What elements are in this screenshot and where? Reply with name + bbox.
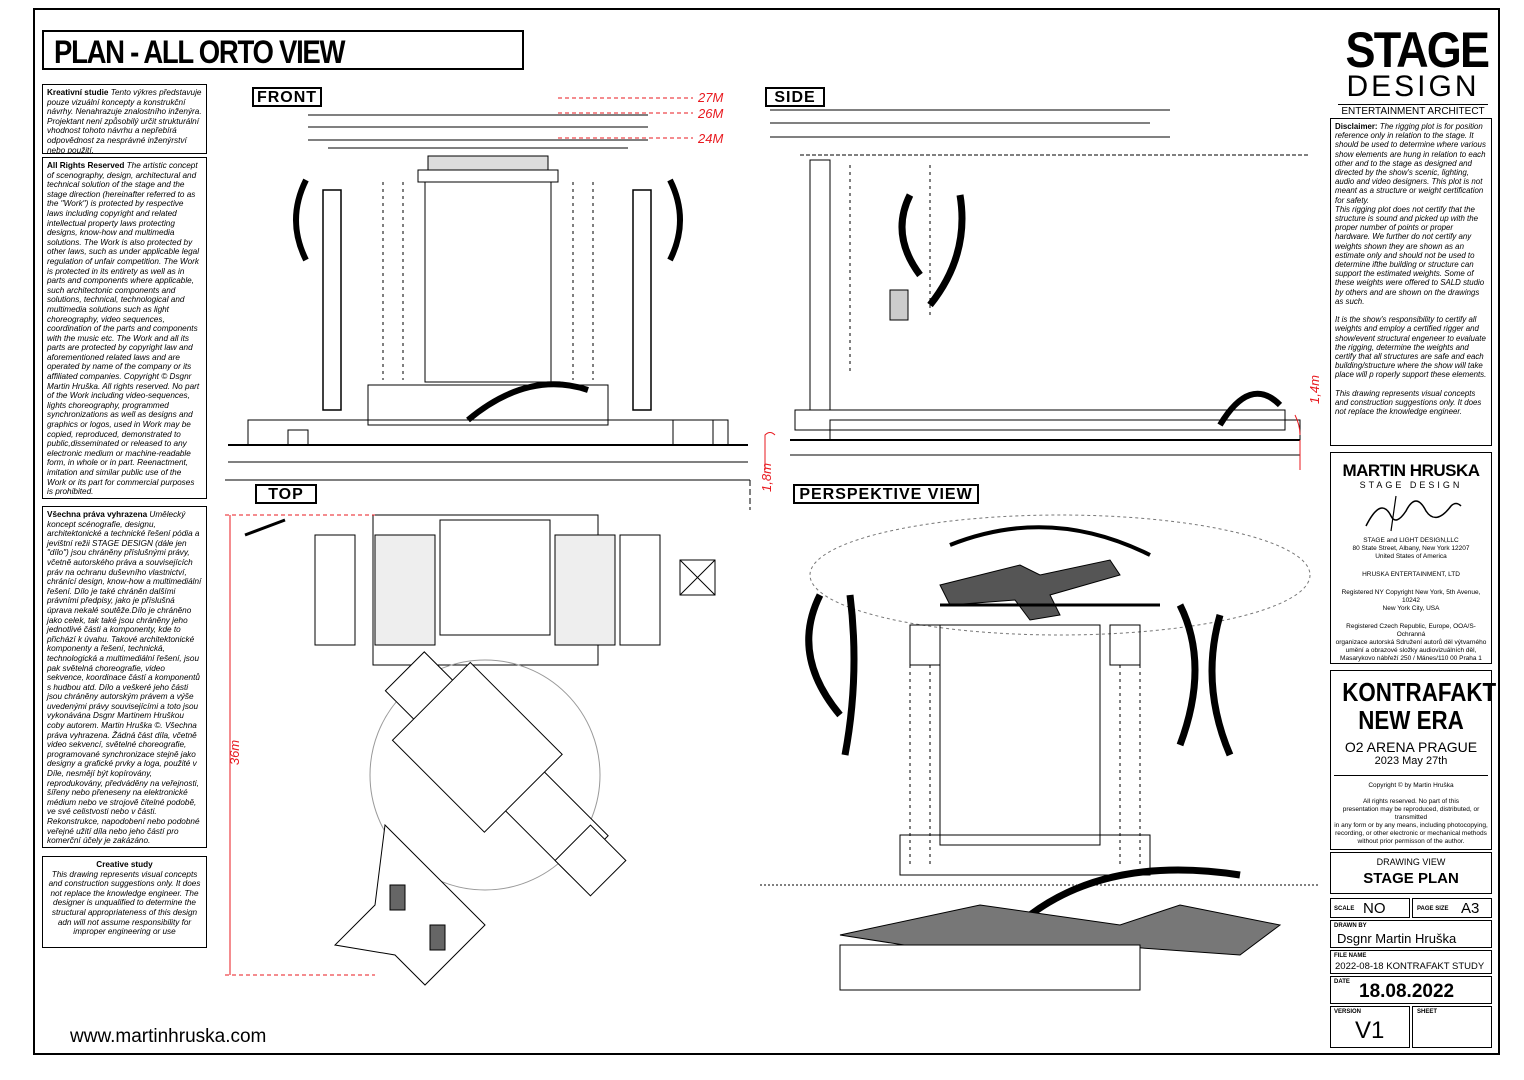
view-separator — [225, 479, 751, 510]
logo-line2: DESIGN — [1346, 70, 1480, 103]
rights-line-6: without prior permisson of the author. — [1357, 838, 1465, 845]
disclaimer-p1: The rigging plot is for position referen… — [1335, 122, 1486, 205]
date-value: 18.08.2022 — [1359, 981, 1455, 1002]
rights-line-5: recording, or other electronic or mechan… — [1335, 830, 1487, 837]
height-24m-label: 24M — [698, 131, 724, 146]
page-size-label: PAGE SIZE — [1417, 906, 1449, 912]
file-name-value: 2022-08-18 KONTRAFAKT STUDY — [1335, 961, 1485, 972]
reg-cz-line-2: organizace autorská Sdružení autorů děl … — [1335, 639, 1487, 646]
note-rights-text: The artistic concept of scenography, des… — [47, 161, 200, 497]
reg-ny-line-1: Registered NY Copyright New York, 5th Av… — [1341, 589, 1481, 604]
dimension-36m: 36m — [227, 739, 243, 766]
note-kreativni: Kreativní studie Tento výkres představuj… — [42, 84, 207, 154]
rights-line-3: transmitted — [1394, 814, 1428, 821]
drawing-view-value: STAGE PLAN — [1363, 870, 1459, 887]
side-view-label: SIDE — [765, 87, 825, 107]
disclaimer-heading: Disclaimer: — [1335, 122, 1378, 131]
sheet-box: SHEET — [1412, 1006, 1492, 1048]
rights-line-4: in any form or by any means, including p… — [1334, 822, 1488, 829]
date-box: DATE 18.08.2022 — [1330, 976, 1492, 1004]
page-title: PLAN - ALL ORTO VIEW — [54, 34, 345, 70]
reg-cz-line-3: umění a obrazové složky audiovizuálních … — [1345, 647, 1477, 654]
project-rights: Copyright © by Martin Hruška All rights … — [1334, 775, 1488, 846]
drawn-by-label: DRAWN BY — [1334, 923, 1367, 929]
top-view-label: TOP — [255, 484, 317, 504]
date-label: DATE — [1334, 979, 1350, 985]
note-rights: All Rights Reserved The artistic concept… — [42, 157, 207, 499]
height-27m-label: 27M — [698, 90, 724, 105]
page-size-box: PAGE SIZE A3 — [1412, 898, 1492, 918]
rights-line-2: presentation may be reproduced, distribu… — [1342, 806, 1480, 813]
disclaimer-p3: It is the show's responsibility to certi… — [1335, 315, 1487, 380]
note-vsechna-text: Umělecký koncept scénografie, designu, a… — [47, 510, 202, 846]
page-size-value: A3 — [1461, 900, 1480, 917]
address-line-1: STAGE and LIGHT DESIGN,LLC — [1363, 537, 1459, 544]
address-line-3: United States of America — [1375, 553, 1447, 560]
sheet-border — [33, 8, 1500, 1055]
scale-label: SCALE — [1334, 906, 1355, 912]
project-line1: KONTRAFAKT — [1342, 677, 1497, 707]
note-creative-heading: Creative study — [96, 860, 153, 869]
note-rights-heading: All Rights Reserved — [47, 161, 125, 170]
drawing-view-box: DRAWING VIEW STAGE PLAN — [1330, 852, 1492, 894]
scale-value: NO — [1363, 900, 1386, 917]
signature-name: MARTIN HRUSKA — [1342, 461, 1480, 480]
file-name-label: FILE NAME — [1334, 953, 1367, 959]
rights-line-1: All rights reserved. No part of this — [1362, 798, 1460, 805]
entertainment-name: HRUSKA ENTERTAINMENT, LTD — [1362, 571, 1460, 578]
address-line-2: 80 State Street, Albany, New York 12207 — [1352, 545, 1470, 552]
front-view-label: FRONT — [252, 87, 322, 107]
project-date: 2023 May 27th — [1374, 755, 1448, 767]
top-view-drawing — [225, 514, 716, 986]
drawing-view-label: DRAWING VIEW — [1376, 857, 1446, 867]
note-kreativni-heading: Kreativní studie — [47, 88, 109, 97]
drawn-by-box: DRAWN BY Dsgnr Martin Hruška — [1330, 920, 1492, 948]
note-kreativni-text: Tento výkres představuje pouze vizuální … — [47, 88, 202, 154]
side-view-drawing — [764, 109, 1310, 470]
version-label: VERSION — [1334, 1009, 1362, 1015]
signature-sub: STAGE DESIGN — [1359, 480, 1463, 490]
scale-box: SCALE NO — [1330, 898, 1410, 918]
drawn-by-value: Dsgnr Martin Hruška — [1337, 931, 1457, 946]
project-copyright: Copyright © by Martin Hruška — [1368, 782, 1454, 789]
signature-block: MARTIN HRUSKA STAGE DESIGN STAGE and LIG… — [1330, 452, 1492, 664]
note-creative-text: This drawing represents visual concepts … — [48, 869, 201, 937]
project-line2: NEW ERA — [1358, 705, 1464, 735]
disclaimer-p4: This drawing represents visual concepts … — [1335, 388, 1482, 417]
disclaimer-p2: This rigging plot does not certify that … — [1335, 204, 1485, 306]
website-link[interactable]: www.martinhruska.com — [70, 1026, 267, 1047]
note-vsechna: Všechna práva vyhrazena Umělecký koncept… — [42, 506, 207, 848]
note-vsechna-heading: Všechna práva vyhrazena — [47, 510, 148, 519]
reg-cz-line-4: Masarykovo nábřeží 250 / Mánes/110 00 Pr… — [1340, 655, 1482, 662]
handwritten-signature — [1365, 495, 1462, 532]
logo-line1: STAGE — [1345, 22, 1490, 78]
title-box: PLAN - ALL ORTO VIEW — [42, 30, 524, 70]
logo-line3: ENTERTAINMENT ARCHITECT — [1338, 104, 1488, 117]
file-name-box: FILE NAME 2022-08-18 KONTRAFAKT STUDY — [1330, 950, 1492, 974]
dimension-1-4m: 1,4m — [1306, 375, 1322, 404]
disclaimer-box: Disclaimer: The rigging plot is for posi… — [1330, 118, 1492, 446]
sheet-label: SHEET — [1417, 1009, 1438, 1015]
perspective-view-drawing — [760, 514, 1320, 991]
project-venue: O2 ARENA PRAGUE — [1344, 739, 1478, 755]
reg-ny-line-2: New York City, USA — [1382, 605, 1440, 612]
note-creative: Creative study This drawing represents v… — [42, 856, 207, 948]
height-26m-label: 26M — [698, 106, 724, 121]
reg-cz-line-1: Registered Czech Republic, Europe, OOA/S… — [1346, 623, 1476, 638]
stage-design-logo: STAGE DESIGN ENTERTAINMENT ARCHITECT — [1338, 22, 1490, 117]
perspective-view-label: PERSPEKTIVE VIEW — [793, 484, 979, 504]
signature-addresses: STAGE and LIGHT DESIGN,LLC 80 State Stre… — [1335, 537, 1487, 663]
project-block: KONTRAFAKT NEW ERA O2 ARENA PRAGUE 2023 … — [1330, 670, 1497, 850]
version-box: VERSION V1 — [1330, 1006, 1410, 1048]
version-value: V1 — [1355, 1017, 1385, 1044]
front-view-drawing — [228, 97, 748, 463]
dimension-1-8m: 1,8m — [758, 463, 774, 492]
